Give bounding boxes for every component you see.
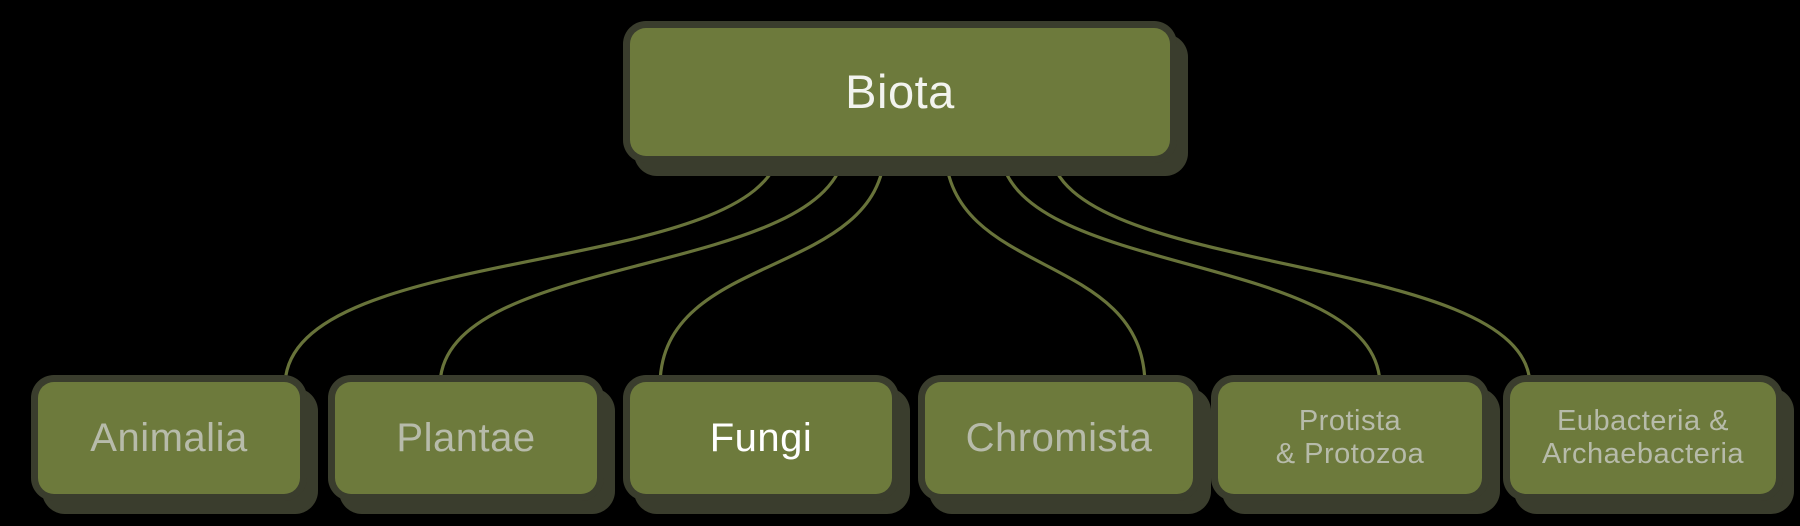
node-protista: Protista & Protozoa — [1218, 382, 1482, 494]
node-fungi: Fungi — [630, 382, 892, 494]
node-fungi-label: Fungi — [709, 416, 813, 460]
node-eubacteria: Eubacteria & Archaebacteria — [1510, 382, 1776, 494]
node-plantae-label: Plantae — [396, 416, 536, 460]
connector-biota-fungi — [658, 148, 887, 388]
node-animalia: Animalia — [38, 382, 300, 494]
node-protista-label-line1: Protista — [1298, 404, 1402, 437]
node-plantae: Plantae — [335, 382, 597, 494]
connector-biota-eubacteria — [1048, 148, 1532, 388]
node-eubacteria-label-line2: Archaebacteria — [1541, 438, 1745, 470]
node-biota-label: Biota — [845, 64, 955, 118]
node-chromista: Chromista — [925, 382, 1193, 494]
node-animalia-label: Animalia — [90, 416, 248, 460]
connector-biota-protista — [998, 148, 1382, 388]
node-eubacteria-label-line1: Eubacteria & — [1556, 404, 1730, 437]
node-biota: Biota — [630, 28, 1170, 156]
connector-biota-chromista — [943, 148, 1147, 388]
connector-biota-plantae — [438, 148, 847, 388]
node-protista-label-line2: & Protozoa — [1275, 438, 1425, 470]
node-chromista-label: Chromista — [965, 416, 1153, 460]
connector-biota-animalia — [283, 148, 782, 388]
